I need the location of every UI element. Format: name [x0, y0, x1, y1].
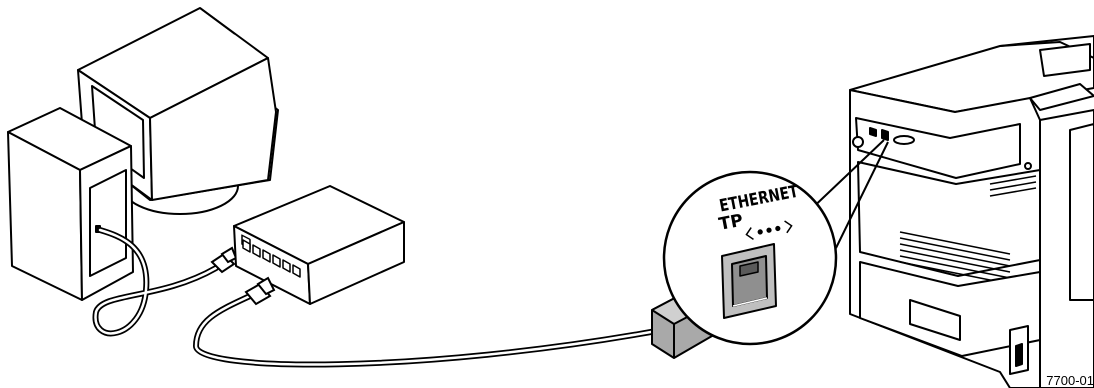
port-callout: ETHERNET TP	[662, 139, 889, 346]
network-cable	[192, 293, 665, 368]
tp-label: TP	[717, 211, 744, 235]
crt-monitor-icon	[77, 7, 279, 215]
link-indicator-icon	[745, 220, 793, 240]
ethernet-port-icon	[721, 243, 777, 319]
desktop-computer-icon	[7, 107, 134, 301]
figure-id: 7700-01	[1046, 373, 1094, 388]
printer-icon	[849, 35, 1094, 388]
rj45-connector-icon	[244, 276, 276, 306]
network-hub-icon	[233, 185, 405, 305]
computer-cable	[92, 227, 219, 337]
